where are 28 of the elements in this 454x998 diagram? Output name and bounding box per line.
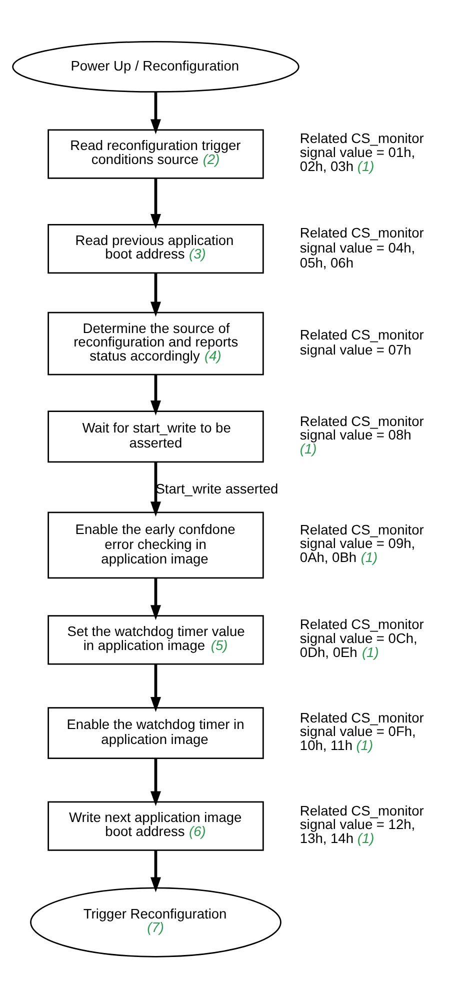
arrow [150, 273, 161, 317]
arrow [150, 664, 161, 712]
node-label: Related CS_monitor signal value = 0Fh, 10h, 11h (1) [300, 710, 424, 753]
node-label: Related CS_monitor signal value = 08h (1) [300, 414, 424, 456]
node-box: Enable the watchdog timer in application image [48, 707, 264, 760]
arrow [150, 758, 161, 806]
node-box: Enable the early confdone error checking in application image [48, 512, 264, 579]
node-ellipse: Power Up / Reconfiguration [12, 41, 300, 93]
node-ellipse: Trigger Reconfiguration (7) [30, 887, 282, 958]
node-label: Related CS_monitor signal value = 12h, 13h, 14h (1) [300, 803, 424, 846]
node-box: Set the watchdog timer value in application image (5) [48, 615, 264, 665]
node-label: Related CS_monitor signal value = 09h, 0Ah, 0Bh (1) [300, 522, 424, 565]
edge-label: Start_write asserted [156, 482, 278, 497]
arrow [150, 92, 161, 134]
arrow [150, 578, 161, 620]
node-label: Related CS_monitor signal value = 04h, 05h, 06h [300, 225, 424, 270]
arrow [150, 462, 161, 517]
node-box: Wait for start_write to be asserted [48, 410, 264, 463]
arrow [150, 374, 161, 416]
node-label: Related CS_monitor signal value = 01h, 02h, 03h (1) [300, 131, 424, 174]
node-label: Related CS_monitor signal value = 0Ch, 0Dh, 0Eh (1) [300, 617, 424, 660]
node-box: Determine the source of reconfiguration and reports status accordingly (4) [48, 312, 264, 376]
node-box: Read previous application boot address (3) [48, 224, 264, 274]
arrow [150, 178, 161, 229]
arrow [150, 850, 161, 892]
node-box: Read reconfiguration trigger conditions source (2) [48, 129, 264, 179]
node-box: Write next application image boot address (6) [48, 801, 264, 851]
node-label: Related CS_monitor signal value = 07h [300, 328, 424, 358]
